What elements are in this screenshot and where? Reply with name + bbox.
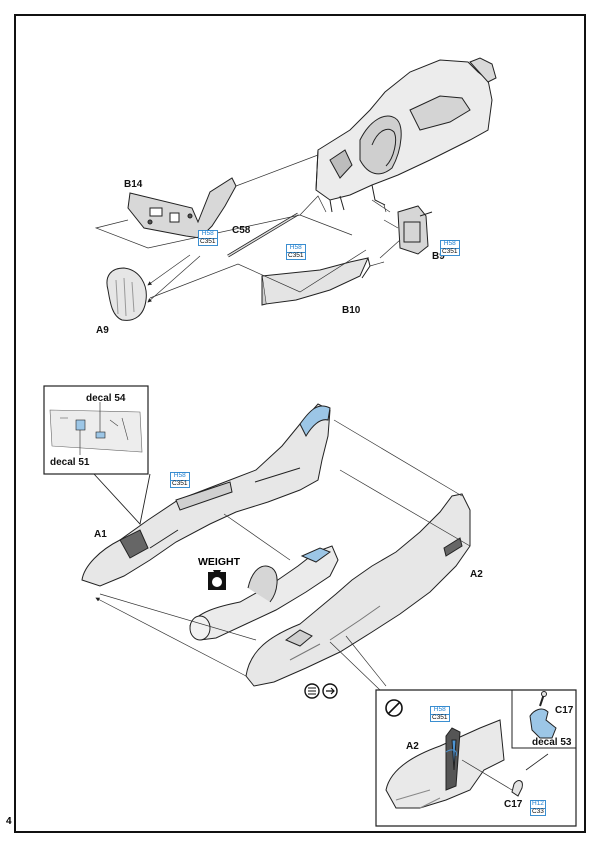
part-b9 (397, 205, 433, 255)
label-decal-54: decal 54 (86, 393, 126, 404)
part-a9 (106, 267, 147, 321)
cockpit-decal-inset (43, 385, 149, 475)
paint-c17-code2: C33 (532, 807, 544, 815)
label-a1: A1 (94, 529, 107, 540)
no-glue-icon (385, 699, 403, 717)
paint-b14: H58 C351 (198, 230, 218, 246)
part-b10 (261, 257, 371, 306)
part-a2 (245, 493, 471, 687)
label-c58: C58 (232, 225, 251, 236)
paint-a2-detail-code2: C351 (432, 713, 448, 721)
glue-icon (304, 683, 320, 699)
step1-assembly-lines (94, 154, 401, 303)
paint-b9-code2: C351 (442, 247, 458, 255)
paint-c17-code1: H12 (531, 800, 545, 809)
paint-a2-detail-code1: H58 (431, 706, 449, 715)
label-a9: A9 (96, 325, 109, 336)
detail-a2 (385, 719, 505, 809)
paint-c58-code2: C351 (288, 251, 304, 259)
label-c17: C17 (504, 799, 523, 810)
label-b14: B14 (124, 179, 143, 190)
paint-b9-code1: H58 (441, 240, 459, 249)
label-a2: A2 (470, 569, 483, 580)
paint-a1-code2: C351 (172, 479, 188, 487)
page-number: 4 (6, 816, 12, 827)
paint-a1-code1: H58 (171, 472, 189, 481)
paint-a2-detail: H58 C351 (430, 706, 450, 722)
part-b14 (127, 177, 237, 239)
page-border (14, 14, 586, 833)
label-a2-detail: A2 (406, 741, 419, 752)
part-c17-inset (529, 691, 557, 739)
cockpit-tub (315, 57, 497, 213)
paint-c58-code1: H58 (287, 244, 305, 253)
paint-b14-code2: C351 (200, 237, 216, 245)
label-decal-53: decal 53 (532, 737, 572, 748)
paint-c17: H12 C33 (530, 800, 546, 816)
label-b10: B10 (342, 305, 361, 316)
paint-b14-code1: H58 (199, 230, 217, 239)
step2-assembly-lines (95, 419, 471, 691)
paint-b9: H58 C351 (440, 240, 460, 256)
weight-icon (208, 570, 226, 590)
part-c17-detail (445, 749, 523, 797)
paint-c58: H58 C351 (286, 244, 306, 260)
label-weight: WEIGHT (198, 556, 240, 568)
label-c17-inset: C17 (555, 705, 574, 716)
part-a1 (81, 403, 331, 587)
arrow-icon (322, 683, 338, 699)
label-decal-51: decal 51 (50, 457, 90, 468)
label-b9: B9 (432, 251, 445, 262)
paint-a1: H58 C351 (170, 472, 190, 488)
